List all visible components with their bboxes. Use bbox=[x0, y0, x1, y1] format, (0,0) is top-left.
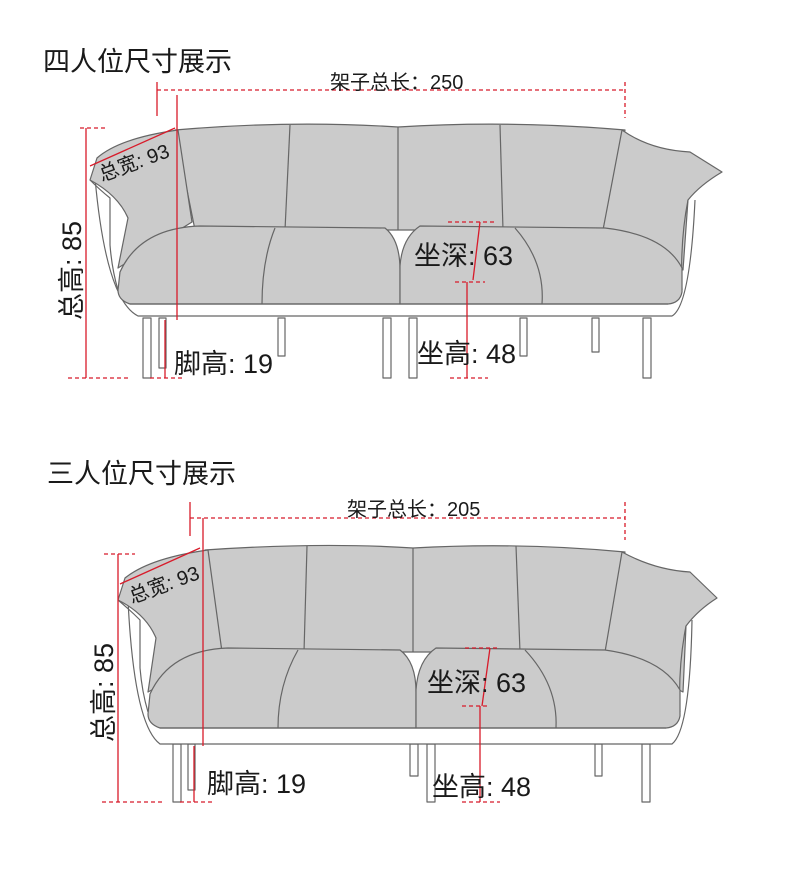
four-seat-frame-length-label: 架子总长：250 bbox=[330, 72, 464, 94]
three-seat-total-height-label: 总高: 85 bbox=[89, 642, 119, 742]
four-seat-title: 四人位尺寸展示 bbox=[43, 47, 232, 77]
four-seat-leg-height-label: 脚高: 19 bbox=[174, 349, 274, 379]
three-seat-panel: 三人位尺寸展示 架子总长：205 总宽: 93 总高: 85 坐深: 63 坐高… bbox=[0, 430, 790, 881]
three-seat-title: 三人位尺寸展示 bbox=[47, 459, 236, 489]
four-seat-panel: 四人位尺寸展示 架子总长：250 总宽: 93 总高: 85 坐深: 63 坐高… bbox=[0, 0, 790, 430]
three-seat-leg-height-label: 脚高: 19 bbox=[207, 769, 307, 799]
four-seat-sofa-drawing bbox=[68, 82, 723, 379]
three-seat-seat-depth-label: 坐深: 63 bbox=[427, 668, 527, 698]
three-seat-frame-length-label: 架子总长：205 bbox=[347, 499, 481, 521]
three-seat-sofa-drawing bbox=[102, 502, 718, 803]
four-seat-legs bbox=[142, 317, 652, 379]
four-seat-seat-height-label: 坐高: 48 bbox=[417, 339, 517, 369]
four-seat-dimension-lines bbox=[68, 82, 626, 379]
three-seat-seat-height-label: 坐高: 48 bbox=[432, 772, 532, 802]
three-seat-dimension-lines bbox=[102, 502, 626, 803]
four-seat-total-height-label: 总高: 85 bbox=[57, 220, 87, 320]
four-seat-seat-depth-label: 坐深: 63 bbox=[414, 241, 514, 271]
